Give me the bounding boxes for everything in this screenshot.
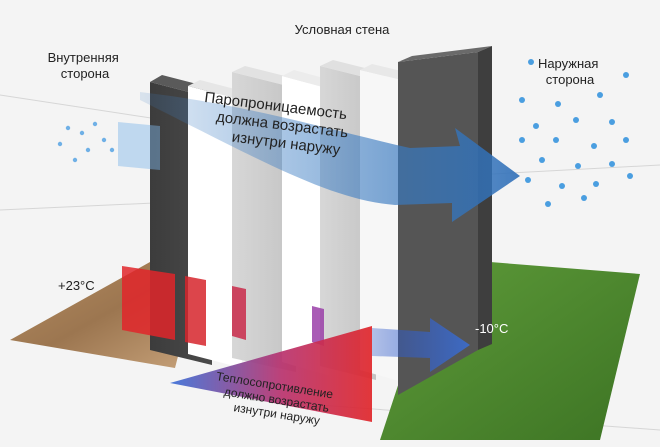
heat-flow-arrow xyxy=(372,318,470,372)
vapor-arrow xyxy=(140,92,520,222)
vapor-panel-left xyxy=(118,122,160,170)
wall-title: Условная стена xyxy=(295,22,391,37)
heat-markers xyxy=(122,266,324,346)
outer-side-label: Наружная сторона xyxy=(538,56,602,87)
temp-outside: -10°C xyxy=(475,321,508,336)
vapor-dots-outside xyxy=(519,59,633,207)
thermal-triangle xyxy=(170,326,372,422)
temp-inside: +23°C xyxy=(58,278,95,293)
inner-side-label: Внутренняя сторона xyxy=(48,50,123,81)
vapor-dots-inside xyxy=(57,121,115,163)
